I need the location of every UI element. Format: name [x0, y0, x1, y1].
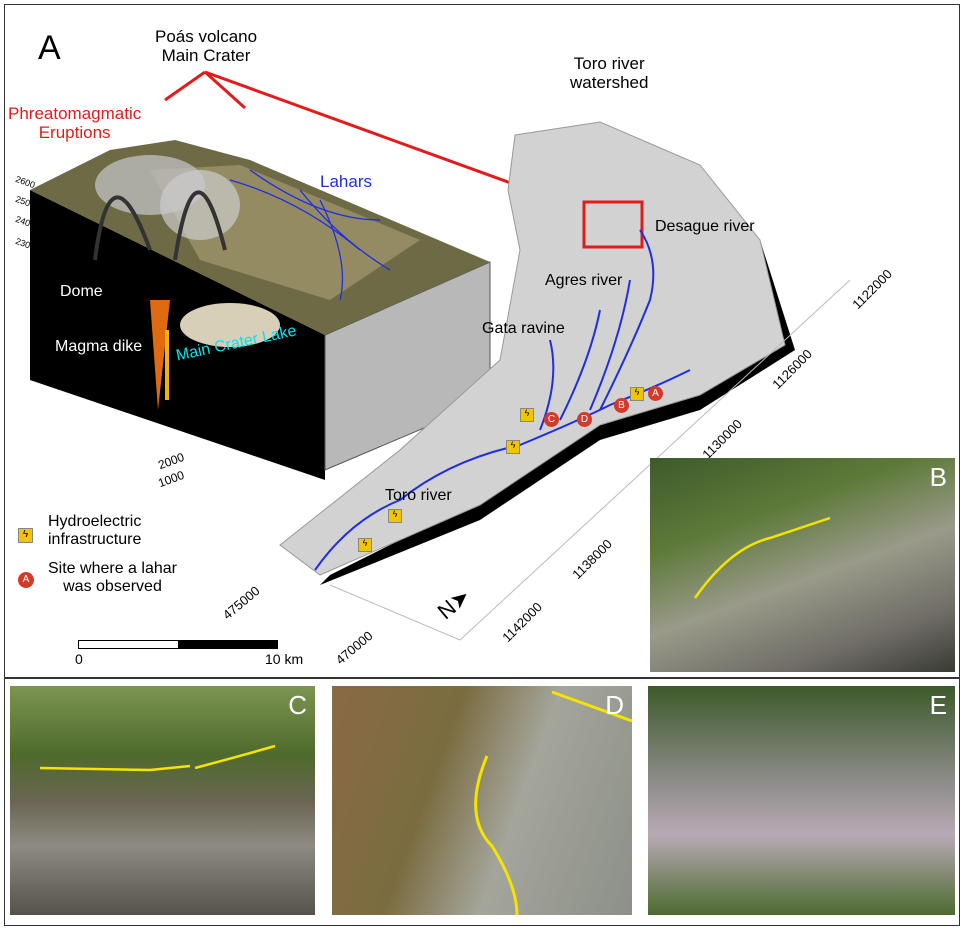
hydro-icon: ϟ	[520, 408, 534, 422]
lahar-channels	[229, 169, 391, 301]
desague-label: Desague river	[655, 218, 755, 235]
scale-end: 10 km	[265, 651, 304, 667]
photo-c: C	[10, 686, 315, 915]
outer-frame	[4, 4, 960, 926]
site-marker-d: D	[577, 412, 592, 427]
panel-a-graphics	[30, 70, 851, 641]
hydro-icon: ϟ	[506, 440, 520, 454]
site-marker-c: C	[544, 412, 559, 427]
crater-lake	[180, 303, 280, 347]
panel-a-letter: A	[38, 29, 61, 67]
lahars-label: Lahars	[320, 172, 372, 191]
hydro-icon: ϟ	[388, 509, 402, 523]
photo-e: E	[648, 686, 955, 915]
panel-d-letter: D	[605, 690, 624, 720]
photo-b: B	[650, 458, 955, 672]
crater-box	[582, 200, 644, 249]
magma-dike	[150, 300, 170, 410]
scale-bar-white	[78, 640, 180, 649]
panel-b-letter: B	[929, 462, 947, 492]
magma-dike-label: Magma dike	[55, 338, 143, 355]
photo-d: D	[332, 686, 632, 915]
dome-label: Dome	[60, 283, 103, 300]
hydro-icon: ϟ	[630, 387, 644, 401]
hydro-legend-icon: ϟ	[18, 528, 33, 543]
block-front-face	[30, 190, 325, 480]
divider	[4, 677, 960, 679]
toro-label: Toro river	[385, 487, 452, 504]
gata-label: Gata ravine	[482, 320, 565, 337]
site-legend-icon: A	[18, 572, 34, 588]
panel-e-letter: E	[929, 690, 947, 720]
agres-label: Agres river	[545, 272, 623, 289]
hillshade-map	[279, 121, 786, 576]
panel-c-letter: C	[288, 690, 307, 720]
site-marker-b: B	[614, 398, 629, 413]
site-marker-a: A	[648, 386, 663, 401]
scale-start: 0	[75, 651, 83, 667]
hydro-icon: ϟ	[358, 538, 372, 552]
scale-bar-black	[178, 640, 278, 649]
